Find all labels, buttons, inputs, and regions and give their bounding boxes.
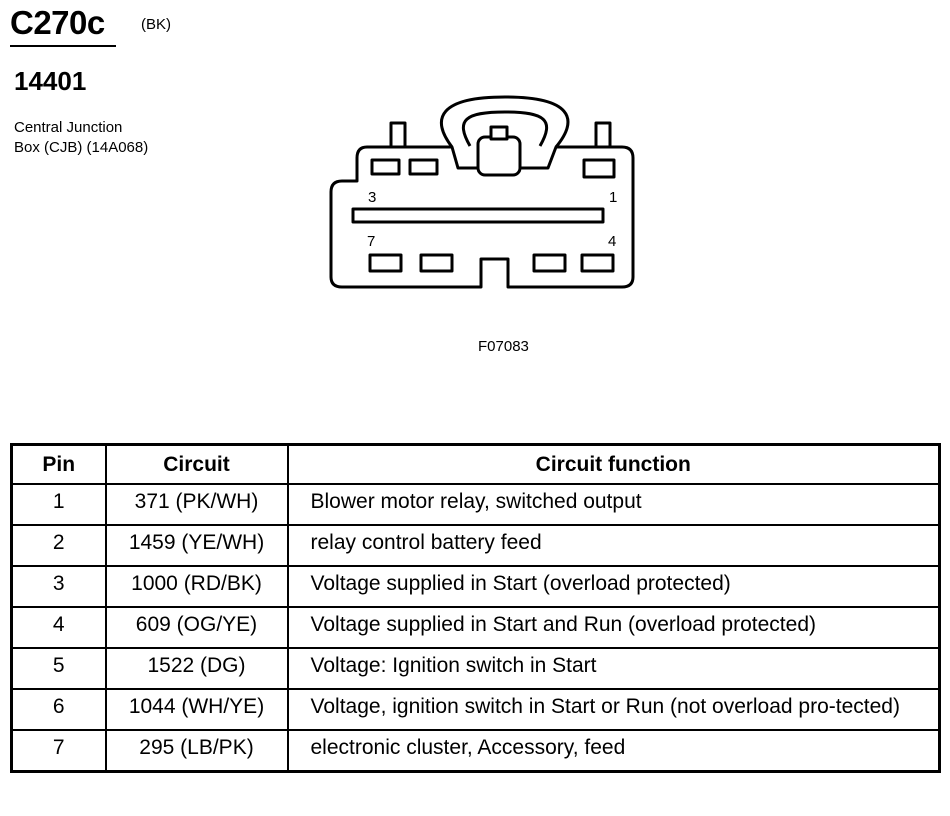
connector-id: C270c	[10, 4, 105, 41]
lock-arch-inner	[461, 110, 549, 147]
pin-table: Pin Circuit Circuit function 1 371 (PK/W…	[10, 443, 941, 773]
cavity-top-3	[582, 158, 616, 179]
cavity-bar	[351, 207, 605, 224]
function-cell: Blower motor relay, switched output	[286, 483, 941, 526]
table-row: 1 371 (PK/WH) Blower motor relay, switch…	[10, 483, 941, 526]
connector-description: Central Junction Box (CJB) (14A068)	[14, 118, 148, 158]
function-cell: relay control battery feed	[286, 524, 941, 567]
part-number: 14401	[14, 66, 87, 96]
function-cell: Voltage supplied in Start (overload prot…	[286, 565, 941, 608]
cavity-bottom-2	[419, 253, 454, 273]
pin-label-4: 4	[608, 233, 616, 250]
pin-cell: 6	[10, 688, 107, 731]
connector-face-diagram: 3 1 7 4	[329, 95, 635, 289]
header-circuit-function: Circuit function	[286, 443, 941, 485]
circuit-cell: 1044 (WH/YE)	[104, 688, 289, 731]
pin-label-3: 3	[368, 189, 376, 206]
title-underline	[10, 45, 116, 47]
table-row: 5 1522 (DG) Voltage: Ignition switch in …	[10, 647, 941, 690]
pin-cell: 4	[10, 606, 107, 649]
post-left	[389, 121, 407, 149]
pin-label-7: 7	[367, 233, 375, 250]
header-circuit: Circuit	[104, 443, 289, 485]
cavity-bottom-1	[368, 253, 403, 273]
table-header-row: Pin Circuit Circuit function	[10, 443, 941, 485]
connector-body	[329, 145, 635, 289]
cavity-bottom-3	[532, 253, 567, 273]
circuit-cell: 1000 (RD/BK)	[104, 565, 289, 608]
function-cell: Voltage, ignition switch in Start or Run…	[286, 688, 941, 731]
post-right	[594, 121, 612, 149]
figure-code: F07083	[478, 338, 529, 355]
circuit-cell: 295 (LB/PK)	[104, 729, 289, 773]
circuit-cell: 1522 (DG)	[104, 647, 289, 690]
description-line-2: Box (CJB) (14A068)	[14, 139, 149, 156]
table-row: 4 609 (OG/YE) Voltage supplied in Start …	[10, 606, 941, 649]
pin-cell: 5	[10, 647, 107, 690]
cavity-top-2	[408, 158, 439, 176]
header-pin: Pin	[10, 443, 107, 485]
function-cell: Voltage supplied in Start and Run (overl…	[286, 606, 941, 649]
table-row: 6 1044 (WH/YE) Voltage, ignition switch …	[10, 688, 941, 731]
lock-arch	[440, 95, 570, 148]
table-row: 7 295 (LB/PK) electronic cluster, Access…	[10, 729, 941, 773]
latch-tab	[476, 135, 522, 177]
pin-cell: 7	[10, 729, 107, 773]
pin-label-1: 1	[609, 189, 617, 206]
cavity-bottom-4	[580, 253, 615, 273]
function-cell: Voltage: Ignition switch in Start	[286, 647, 941, 690]
pin-cell: 1	[10, 483, 107, 526]
circuit-cell: 371 (PK/WH)	[104, 483, 289, 526]
circuit-cell: 1459 (YE/WH)	[104, 524, 289, 567]
function-cell: electronic cluster, Accessory, feed	[286, 729, 941, 773]
cavity-top-1	[370, 158, 401, 176]
circuit-cell: 609 (OG/YE)	[104, 606, 289, 649]
table-row: 2 1459 (YE/WH) relay control battery fee…	[10, 524, 941, 567]
description-line-1: Central Junction	[14, 119, 123, 136]
table-row: 3 1000 (RD/BK) Voltage supplied in Start…	[10, 565, 941, 608]
latch-tab-top	[489, 125, 509, 141]
connector-color-code: (BK)	[141, 16, 171, 33]
pin-cell: 2	[10, 524, 107, 567]
pin-cell: 3	[10, 565, 107, 608]
